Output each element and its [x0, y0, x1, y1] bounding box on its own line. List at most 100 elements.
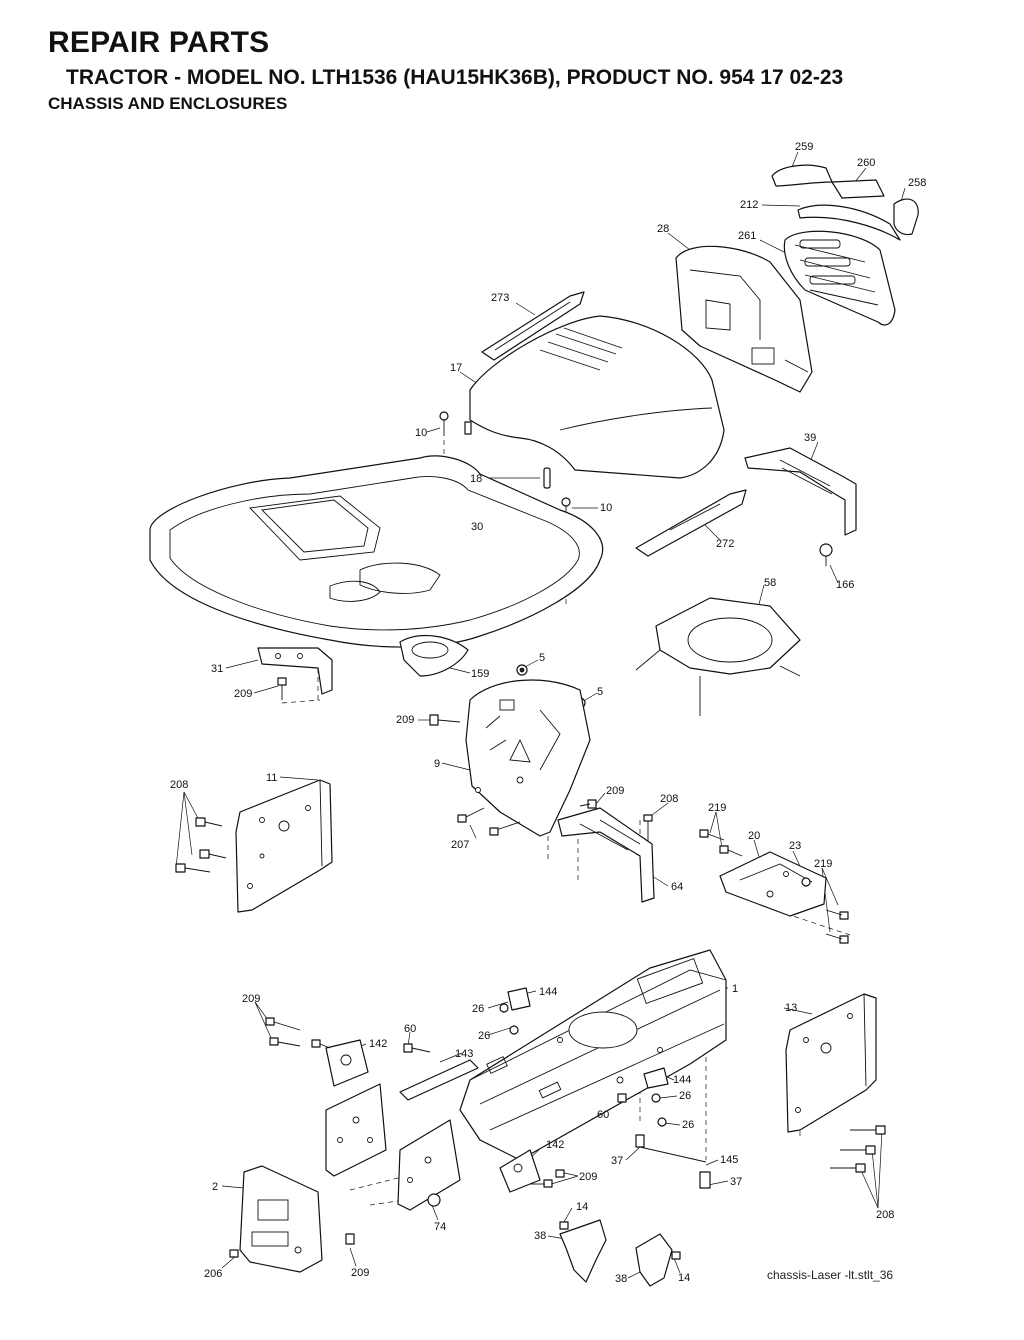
callout-60b: 60	[597, 1109, 609, 1121]
nut-26b	[509, 1025, 519, 1035]
side-plate-13	[785, 993, 877, 1133]
pin-18	[543, 467, 551, 489]
bracket-31	[257, 647, 333, 695]
callout-18: 18	[470, 473, 482, 485]
callout-5a: 5	[539, 652, 545, 664]
bracket-144b	[643, 1067, 669, 1089]
callout-258: 258	[908, 177, 926, 189]
file-reference: chassis-Laser -lt.stlt_36	[767, 1268, 894, 1282]
callout-1: 1	[732, 983, 738, 995]
callout-144b: 144	[673, 1074, 691, 1086]
rear-plate-left-2	[397, 1119, 461, 1211]
trim-212	[797, 204, 901, 241]
callout-209c: 209	[606, 785, 624, 797]
bolts-207	[457, 807, 521, 836]
callout-2: 2	[212, 1181, 218, 1193]
bracket-39	[744, 447, 857, 536]
callout-10b: 10	[600, 502, 612, 514]
callout-272: 272	[716, 538, 734, 550]
callout-28: 28	[657, 223, 669, 235]
rear-plate-left	[325, 1083, 387, 1177]
bolts-209e	[530, 1169, 565, 1188]
callout-142a: 142	[369, 1038, 387, 1050]
callout-37b: 37	[730, 1176, 742, 1188]
nut-26c	[651, 1093, 661, 1103]
callout-20: 20	[748, 830, 760, 842]
trim-272	[635, 489, 747, 557]
bracket-143	[399, 1059, 479, 1101]
hood-17	[464, 315, 725, 479]
callout-17: 17	[450, 362, 462, 374]
nut-74	[427, 1193, 441, 1207]
bracket-64	[557, 807, 655, 903]
bolts-209d	[265, 1017, 331, 1049]
bracket-144a	[507, 987, 531, 1011]
callout-159: 159	[471, 668, 489, 680]
callout-209e: 209	[579, 1171, 597, 1183]
side-plate-11	[235, 779, 333, 913]
callout-37a: 37	[611, 1155, 623, 1167]
callout-166: 166	[836, 579, 854, 591]
callout-207: 207	[451, 839, 469, 851]
bolt-208b	[643, 814, 653, 842]
screw-166	[819, 543, 833, 566]
hood-trim-273	[481, 291, 585, 361]
bracket-38a	[559, 1219, 607, 1283]
callout-26c: 26	[679, 1090, 691, 1102]
nut-26d	[657, 1117, 667, 1127]
callout-209f: 209	[351, 1267, 369, 1279]
callout-142b: 142	[546, 1139, 564, 1151]
rod-145	[639, 1146, 707, 1163]
callout-58: 58	[764, 577, 776, 589]
callout-219b: 219	[814, 858, 832, 870]
callout-23: 23	[789, 840, 801, 852]
bolt-10a	[439, 411, 449, 436]
page-title: REPAIR PARTS	[48, 26, 270, 59]
grille-261	[783, 230, 896, 326]
dash-panel-9	[465, 679, 591, 837]
callout-38b: 38	[615, 1273, 627, 1285]
callout-273: 273	[491, 292, 509, 304]
callout-31: 31	[211, 663, 223, 675]
cup-holder-159	[399, 635, 469, 677]
callout-38a: 38	[534, 1230, 546, 1242]
hood-front-28	[675, 245, 813, 393]
bolt-209f	[345, 1233, 355, 1245]
headlight-260	[831, 179, 885, 199]
bolts-208c	[830, 1125, 886, 1173]
nut-26a	[499, 1003, 509, 1013]
callout-14b: 14	[678, 1272, 690, 1284]
callout-9: 9	[434, 758, 440, 770]
callout-74: 74	[434, 1221, 446, 1233]
bolt-14a	[559, 1221, 569, 1230]
bolt-206	[229, 1249, 239, 1258]
fender-body-30	[149, 455, 604, 648]
bracket-142a	[325, 1039, 369, 1087]
bracket-38b	[635, 1233, 673, 1287]
callout-144a: 144	[539, 986, 557, 998]
nut-23	[801, 877, 811, 887]
rear-plate-2	[239, 1165, 323, 1273]
bolt-60b	[617, 1093, 627, 1103]
callout-212: 212	[740, 199, 758, 211]
model-subtitle: TRACTOR - MODEL NO. LTH1536 (HAU15HK36B)…	[66, 66, 844, 89]
callout-5b: 5	[597, 686, 603, 698]
callout-labels: 259 260 258 212 28 261 273 17 10 18 10 3…	[170, 141, 926, 1285]
bolt-209c	[579, 799, 597, 809]
callout-26d: 26	[682, 1119, 694, 1131]
callout-26b: 26	[478, 1030, 490, 1042]
callout-209d: 209	[242, 993, 260, 1005]
callout-208a: 208	[170, 779, 188, 791]
callout-260: 260	[857, 157, 875, 169]
bolt-209a	[277, 677, 287, 700]
bolt-14b	[671, 1251, 681, 1260]
callout-209a: 209	[234, 688, 252, 700]
headlight-lens-259	[771, 164, 833, 187]
callout-26a: 26	[472, 1003, 484, 1015]
grille-insert-258	[893, 198, 919, 236]
bolts-219b	[825, 909, 849, 944]
frame-1	[459, 949, 727, 1161]
callout-261: 261	[738, 230, 756, 242]
callout-60a: 60	[404, 1023, 416, 1035]
